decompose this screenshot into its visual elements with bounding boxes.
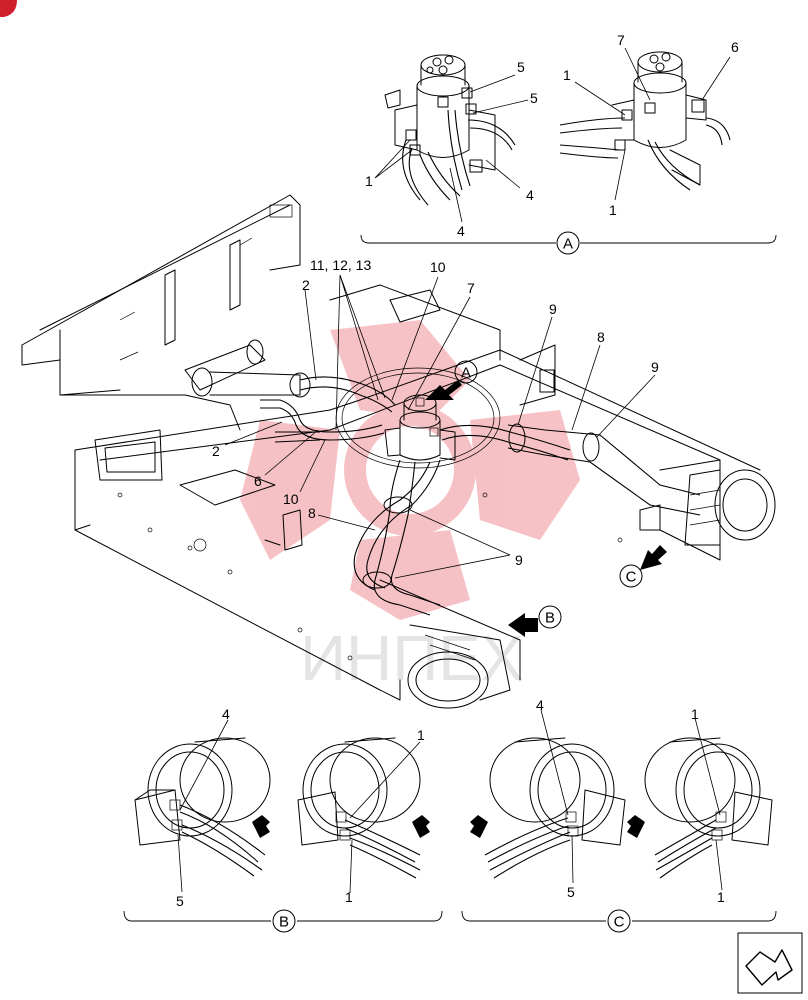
callout-label: 4	[526, 187, 534, 203]
view-b-main-label: B	[545, 610, 555, 627]
callout-label: 9	[515, 552, 523, 568]
callout-label: 5	[567, 884, 575, 900]
view-a-label: A	[563, 236, 573, 253]
view-b-marker	[272, 909, 296, 933]
callout-label: 4	[536, 697, 544, 713]
callout-label: 1	[609, 202, 617, 218]
callout-label: 1	[417, 727, 425, 743]
callout-label: 5	[517, 59, 525, 75]
callout-label: 2	[212, 443, 220, 459]
main-hoses	[260, 376, 701, 616]
callout-label: 4	[222, 706, 230, 722]
callout-label: 5	[530, 90, 538, 106]
callout-label: 1	[365, 173, 373, 189]
center-swivel-joint	[335, 367, 501, 469]
view-b-marker	[538, 605, 562, 629]
callout-label: 1	[563, 67, 571, 83]
callout-label: 1	[345, 889, 353, 905]
detail-c-motor-left	[470, 737, 626, 879]
callout-label: 4	[457, 223, 465, 239]
next-page-arrow-icon[interactable]	[737, 932, 803, 994]
callout-label: 6	[254, 473, 262, 489]
detail-b-motor-left	[134, 737, 271, 877]
view-a-marker	[556, 231, 580, 255]
view-direction-arrow-icon	[412, 815, 430, 838]
callout-label: 6	[731, 39, 739, 55]
view-c-marker	[607, 909, 631, 933]
callout-label: 7	[617, 32, 625, 48]
detail-a-left-swivel	[384, 54, 516, 206]
view-direction-arrow-icon	[627, 815, 645, 838]
callout-label: 9	[549, 301, 557, 317]
callout-label: 8	[597, 329, 605, 345]
view-c-main-label: C	[626, 569, 637, 586]
watermark-text: ИНПЕХ	[300, 622, 524, 694]
view-direction-arrow-icon	[508, 613, 538, 637]
callout-label: 1	[691, 706, 699, 722]
callout-label: 11, 12, 13	[310, 257, 371, 273]
detail-c-brace	[461, 910, 777, 922]
detail-c-motor-right	[627, 737, 773, 879]
callout-label: 10	[283, 491, 299, 507]
callout-label: 5	[176, 893, 184, 909]
detail-a-brace	[360, 234, 777, 244]
view-a-marker	[454, 360, 478, 384]
callout-label: 7	[467, 280, 475, 296]
view-direction-arrow-icon	[252, 815, 270, 838]
view-c-label: C	[614, 914, 625, 931]
view-direction-arrow-icon	[640, 545, 667, 570]
callout-label: 10	[430, 259, 446, 275]
view-c-marker	[619, 564, 643, 588]
callout-label: 8	[308, 505, 316, 521]
travel-motor-b	[407, 624, 511, 709]
callout-label: 1	[717, 889, 725, 905]
detail-a-right-swivel	[559, 51, 731, 191]
view-direction-arrow-icon	[425, 380, 462, 400]
view-direction-arrow-icon	[470, 815, 488, 838]
travel-motor-c	[684, 469, 776, 546]
detail-b-brace	[123, 910, 443, 922]
view-b-label: B	[279, 914, 289, 931]
view-a-main-label: A	[461, 365, 471, 382]
callout-label: 9	[651, 359, 659, 375]
corner-marker-icon	[0, 0, 17, 17]
detail-b-motor-right	[297, 737, 430, 879]
callout-label: 2	[302, 277, 310, 293]
